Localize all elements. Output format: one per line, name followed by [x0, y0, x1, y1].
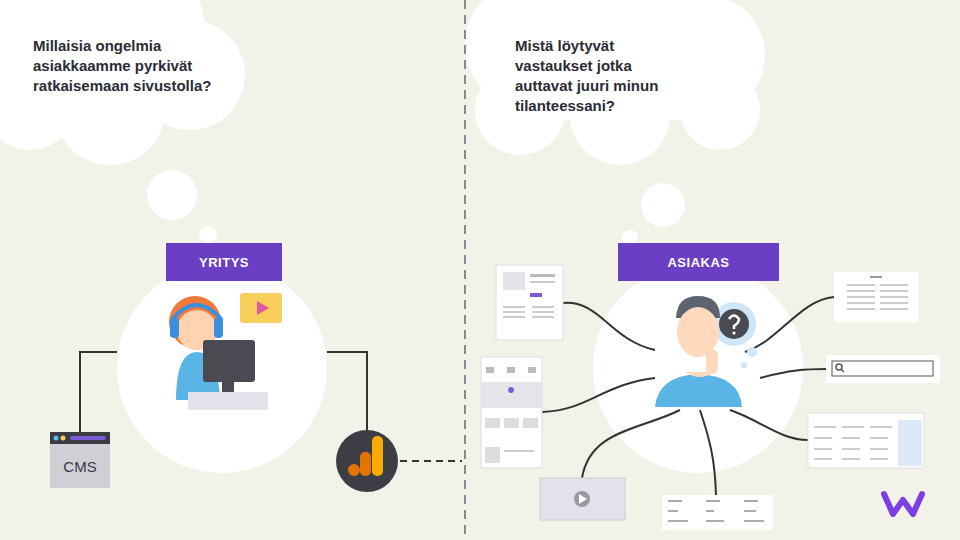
company-node: YRITYS: [117, 243, 327, 473]
connector: [80, 352, 117, 432]
cms-window: [50, 432, 110, 488]
text-thumbnail: [834, 272, 918, 322]
thought-bubble: Millaisia ongelmia asiakkaamme pyrkivät …: [33, 36, 213, 96]
page-thumbnail: [481, 357, 542, 468]
calendar-thumbnail: [808, 413, 924, 468]
thought-cloud: [0, 0, 245, 244]
customer-circle: [593, 263, 803, 473]
thought-bubble: Mistä löytyvät vastaukset jotka auttavat…: [515, 36, 690, 116]
support-person: [169, 293, 282, 410]
question-text: Millaisia ongelmia asiakkaamme pyrkivät …: [33, 36, 213, 96]
question-text: Mistä löytyvät vastaukset jotka auttavat…: [515, 36, 690, 116]
page-thumbnail: [496, 265, 563, 340]
connector-line: [542, 297, 834, 495]
divider: [464, 0, 466, 540]
analytics-icon: [336, 430, 398, 492]
video-thumbnail: [540, 478, 625, 520]
cms-label: CMS: [50, 458, 110, 475]
connector-line: [327, 352, 367, 430]
logo: [884, 494, 922, 514]
role-band: ASIAKAS: [618, 243, 779, 281]
cms-box: CMS: [50, 444, 110, 488]
dashed-link: [400, 460, 462, 462]
thought-cloud: [465, 0, 765, 246]
role-band: YRITYS: [166, 243, 282, 281]
thinking-person: [655, 296, 757, 407]
customer-node: ASIAKAS: [593, 243, 803, 473]
table-thumbnail: [662, 495, 773, 530]
search-bar: [826, 355, 940, 383]
company-circle: [117, 263, 327, 473]
